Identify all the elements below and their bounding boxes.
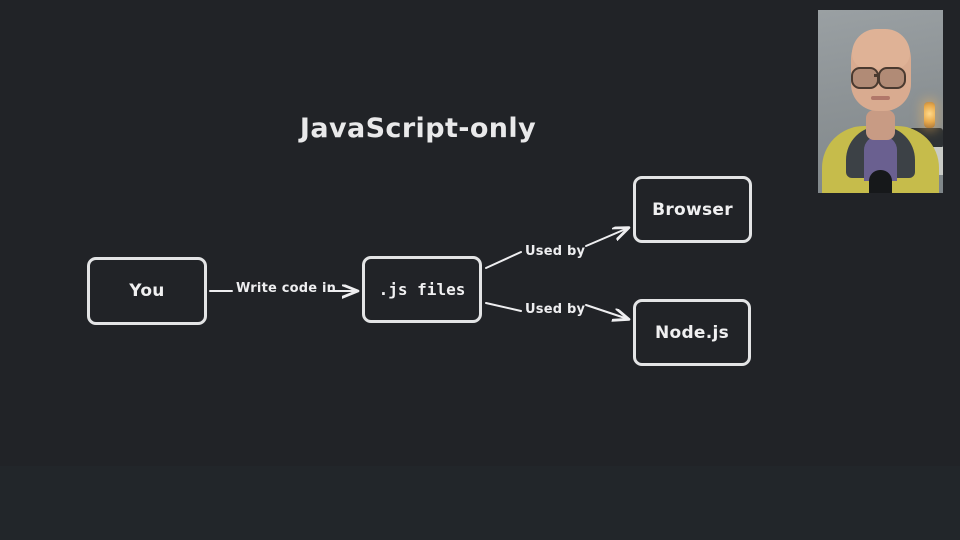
edge-label-used-by-nodejs: Used by: [525, 302, 586, 317]
diagram-node-browser[interactable]: Browser: [633, 176, 752, 243]
webcam-glasses-left-lens: [851, 67, 879, 89]
edge-jsfiles-to-node-stub: [485, 302, 522, 312]
webcam-glasses-bridge: [874, 74, 880, 77]
edge-label-used-by-browser: Used by: [525, 244, 586, 259]
edge-jsfiles-to-browser-arrow: [585, 228, 628, 247]
diagram-node-you[interactable]: You: [87, 257, 207, 325]
slide-lower-strip: [0, 466, 960, 540]
webcam-lamp: [924, 102, 935, 128]
webcam-person-scalp: [852, 29, 910, 69]
diagram-node-nodejs[interactable]: Node.js: [633, 299, 751, 366]
diagram-node-js-files[interactable]: .js files: [362, 256, 482, 323]
edge-jsfiles-to-node-arrow: [585, 304, 628, 319]
edge-label-write-code-in: Write code in: [236, 281, 337, 296]
diagram-node-js-files-label: .js files: [378, 280, 466, 299]
webcam-glasses-right-lens: [878, 67, 906, 89]
edge-jsfiles-to-browser-stub: [485, 251, 522, 269]
webcam-person-neck: [866, 110, 895, 140]
diagram-node-you-label: You: [129, 281, 165, 301]
page-title: JavaScript-only: [299, 113, 537, 144]
webcam-microphone: [869, 170, 892, 193]
diagram-node-nodejs-label: Node.js: [654, 322, 730, 343]
diagram-node-browser-label: Browser: [652, 199, 733, 220]
presenter-webcam-overlay[interactable]: [818, 10, 943, 193]
webcam-person-mouth: [871, 96, 890, 100]
